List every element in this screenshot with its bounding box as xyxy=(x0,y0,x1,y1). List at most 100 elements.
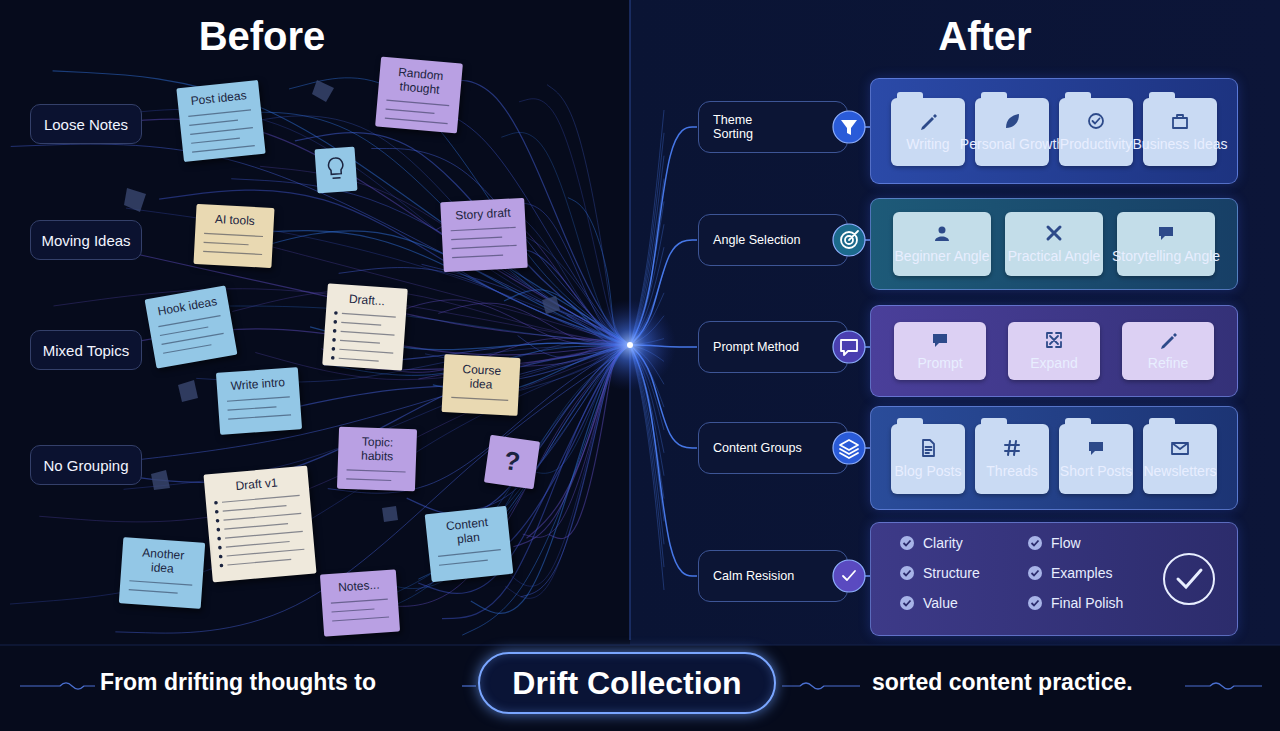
category-card-text: Refine xyxy=(1148,355,1188,371)
sticky-note: Topic: habits xyxy=(337,427,417,492)
step-panel-text: Structure xyxy=(923,565,980,581)
note-bullet xyxy=(220,564,224,568)
step-panel-text: Final Polish xyxy=(1051,595,1123,611)
note-line xyxy=(129,590,178,593)
note-line xyxy=(347,470,406,472)
sticky-note: Content plan xyxy=(425,506,514,582)
tagline-text: sorted content practice. xyxy=(872,669,1133,696)
card-icon-glyph xyxy=(1173,115,1187,128)
note-line xyxy=(339,358,379,361)
sticky-note-text: Course idea xyxy=(450,362,513,393)
drift-thread xyxy=(39,345,630,522)
category-card-text: Personal Growth xyxy=(960,136,1064,152)
check-mark xyxy=(1028,596,1042,610)
check-tick xyxy=(904,571,911,576)
problem-label-text: Loose Notes xyxy=(44,116,128,133)
step-icon-glyph xyxy=(841,120,857,135)
card-icon-glyph xyxy=(935,227,949,242)
problem-label-text: Mixed Topics xyxy=(43,342,129,359)
card-icon xyxy=(1044,223,1064,243)
note-line xyxy=(224,524,288,530)
category-card: Practical Angle xyxy=(1005,212,1103,276)
card-icon xyxy=(1086,438,1106,458)
check-tick xyxy=(904,601,911,606)
note-line xyxy=(192,146,255,153)
drift-thread xyxy=(295,133,630,345)
sticky-note-text: Post ideas xyxy=(190,89,247,109)
note-bullet xyxy=(214,501,218,505)
step-label: Theme Sorting xyxy=(698,101,848,153)
category-card-text: Practical Angle xyxy=(1008,248,1101,264)
after-ground xyxy=(630,0,1280,645)
step-icon xyxy=(832,559,866,593)
step-panel-text: Examples xyxy=(1051,565,1112,581)
note-line xyxy=(339,349,393,353)
card-icon-glyph xyxy=(1159,227,1173,240)
check-tick xyxy=(1032,541,1039,546)
category-card-text: Writing xyxy=(906,136,949,152)
sticky-note: Notes... xyxy=(320,569,400,636)
step-icon-glyph xyxy=(841,231,858,248)
done-badge xyxy=(1164,554,1214,604)
category-card: Writing xyxy=(891,98,965,166)
card-icon xyxy=(1156,223,1176,243)
note-line xyxy=(451,397,508,400)
category-card-text: Business Ideas xyxy=(1133,136,1228,152)
note-line xyxy=(222,495,300,502)
category-card: Blog Posts xyxy=(891,424,965,494)
step-icon xyxy=(832,330,866,364)
step-label-text: Theme Sorting xyxy=(713,113,783,142)
sticky-note-text: Notes... xyxy=(338,579,380,596)
category-card-text: Storytelling Angle xyxy=(1112,248,1220,264)
step-label-text: Angle Selection xyxy=(713,233,801,247)
problem-label-text: Moving Ideas xyxy=(41,232,130,249)
note-bullet xyxy=(219,555,223,559)
category-card: Business Ideas xyxy=(1143,98,1217,166)
drift-thread xyxy=(371,148,630,345)
sticky-note-text: Write intro xyxy=(230,376,285,394)
paper-scraps xyxy=(124,80,560,522)
step-icon xyxy=(832,223,866,257)
card-icon xyxy=(930,330,950,350)
note-bullet xyxy=(216,519,220,523)
sticky-note: Random thought xyxy=(375,57,463,134)
panel-heading: After xyxy=(835,14,1135,59)
done-tick xyxy=(1178,570,1201,587)
card-icon xyxy=(1002,111,1022,131)
sticky-note: Story draft xyxy=(440,198,528,272)
category-card: Refine xyxy=(1122,322,1214,380)
category-card: Storytelling Angle xyxy=(1117,212,1215,276)
check-tick xyxy=(1032,571,1039,576)
step-panel: Blog PostsThreadsShort PostsNewsletters xyxy=(870,406,1238,510)
step-panel: WritingPersonal GrowthProductivityBusine… xyxy=(870,78,1238,184)
brand-pill-text: Drift Collection xyxy=(512,665,741,702)
card-icon-glyph xyxy=(923,440,934,456)
note-line xyxy=(228,415,291,419)
drift-thread xyxy=(242,231,630,345)
note-bullet xyxy=(331,356,335,360)
card-icon xyxy=(1158,330,1178,350)
step-icon-disc xyxy=(833,560,865,592)
note-line xyxy=(386,109,435,113)
note-line xyxy=(386,100,449,105)
sticky-note: Write intro xyxy=(216,367,302,435)
problem-label: Loose Notes xyxy=(30,104,142,144)
sticky-note: Course idea xyxy=(442,354,521,416)
step-label: Content Groups xyxy=(698,422,848,474)
card-icon xyxy=(1170,438,1190,458)
check-mark xyxy=(1028,536,1042,550)
step-label-text: Prompt Method xyxy=(713,340,799,354)
category-card: Short Posts xyxy=(1059,424,1133,494)
note-line xyxy=(129,581,192,585)
note-line xyxy=(228,407,277,410)
sticky-note-text: Story draft xyxy=(455,207,511,224)
sticky-note-text: Random thought xyxy=(385,65,455,98)
card-icon-glyph xyxy=(1089,114,1103,128)
drift-thread xyxy=(401,101,630,345)
sticky-note-text: Hook ideas xyxy=(157,295,219,319)
drift-threads xyxy=(10,71,630,635)
problem-label: Moving Ideas xyxy=(30,220,142,260)
note-line xyxy=(162,333,224,344)
